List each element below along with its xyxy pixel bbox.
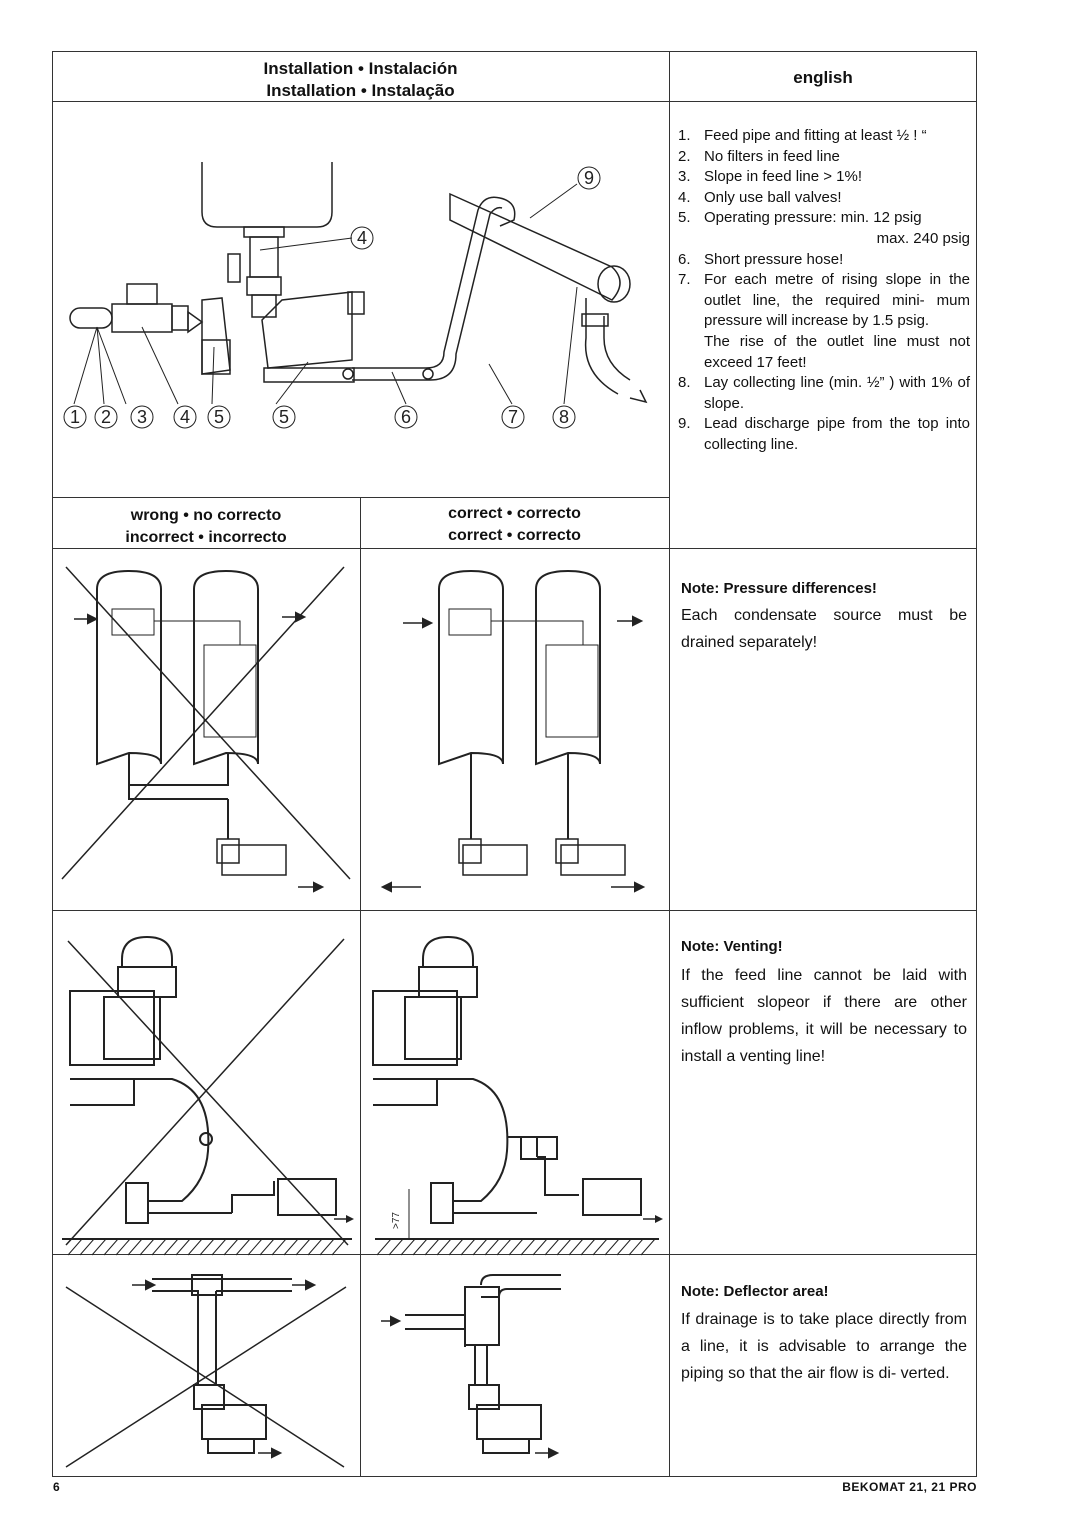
- callout-7: 7: [508, 407, 518, 427]
- note-heading-venting: Note: Venting!: [681, 938, 783, 955]
- wrong-label: wrong • no correcto incorrect • incorrec…: [125, 507, 287, 546]
- callout-4a: 4: [180, 407, 190, 427]
- row-divider-3: [52, 1254, 977, 1255]
- correct-venting-diagram: >77: [372, 935, 663, 1256]
- row-divider-1: [52, 548, 977, 549]
- step-item: 8.Lay collecting line (min. ½” ) with 1%…: [678, 374, 970, 412]
- page-frame: [52, 51, 977, 1477]
- step-item: 2.No filters in feed line: [678, 147, 840, 165]
- callout-8: 8: [559, 407, 569, 427]
- note-text-deflector: If drainage is to take place directly fr…: [681, 1311, 967, 1382]
- step-item: 3.Slope in feed line > 1%!: [678, 168, 863, 186]
- header-title-line1: Installation • Instalación: [263, 59, 458, 78]
- installation-steps: 1.Feed pipe and fitting at least ½ ! “ 2…: [678, 126, 970, 456]
- correct-deflector-diagram: [381, 1274, 561, 1459]
- step-item: 1.Feed pipe and fitting at least ½ ! “: [678, 127, 927, 144]
- correct-label: correct • correcto correct • correcto: [448, 505, 581, 544]
- wrong-venting-diagram: [62, 935, 354, 1256]
- center-divider: [360, 497, 361, 1477]
- column-divider: [669, 51, 670, 1477]
- callout-5a: 5: [214, 407, 224, 427]
- callout-9: 9: [584, 168, 594, 188]
- header-divider: [52, 101, 977, 102]
- product-name: BEKOMAT 21, 21 PRO: [842, 1480, 977, 1494]
- step-item: 9.Lead discharge pipe from the top into …: [678, 415, 970, 453]
- language-label: english: [793, 68, 853, 87]
- page-number: 6: [53, 1480, 60, 1494]
- header-title: Installation • Instalación Installation …: [52, 58, 669, 102]
- wrong-pressure-diagram: [61, 566, 351, 893]
- note-text-pressure: Each condensate source must be drained s…: [681, 607, 967, 651]
- callout-4b: 4: [357, 228, 367, 248]
- callout-6: 6: [401, 407, 411, 427]
- note-heading-deflector: Note: Deflector area!: [681, 1283, 829, 1300]
- correct-pressure-diagram: [380, 569, 646, 893]
- step-item: 7.For each metre of rising slope in the …: [678, 271, 970, 371]
- row-divider-2: [52, 910, 977, 911]
- header-title-line2: Installation • Instalação: [266, 81, 455, 100]
- callout-2: 2: [101, 407, 111, 427]
- height-dimension-label: >77: [391, 1212, 402, 1229]
- step-item: 4.Only use ball valves!: [678, 188, 842, 206]
- callout-5b: 5: [279, 407, 289, 427]
- installation-diagram: 1 2 3 4 5 5 6 7 8 4 9: [63, 162, 648, 429]
- wrong-deflector-diagram: [65, 1274, 347, 1468]
- step-item: 6.Short pressure hose!: [678, 250, 844, 268]
- callout-3: 3: [137, 407, 147, 427]
- callout-1: 1: [70, 407, 80, 427]
- note-heading-pressure: Note: Pressure differences!: [681, 580, 877, 597]
- note-text-venting: If the feed line cannot be laid with suf…: [681, 967, 967, 1065]
